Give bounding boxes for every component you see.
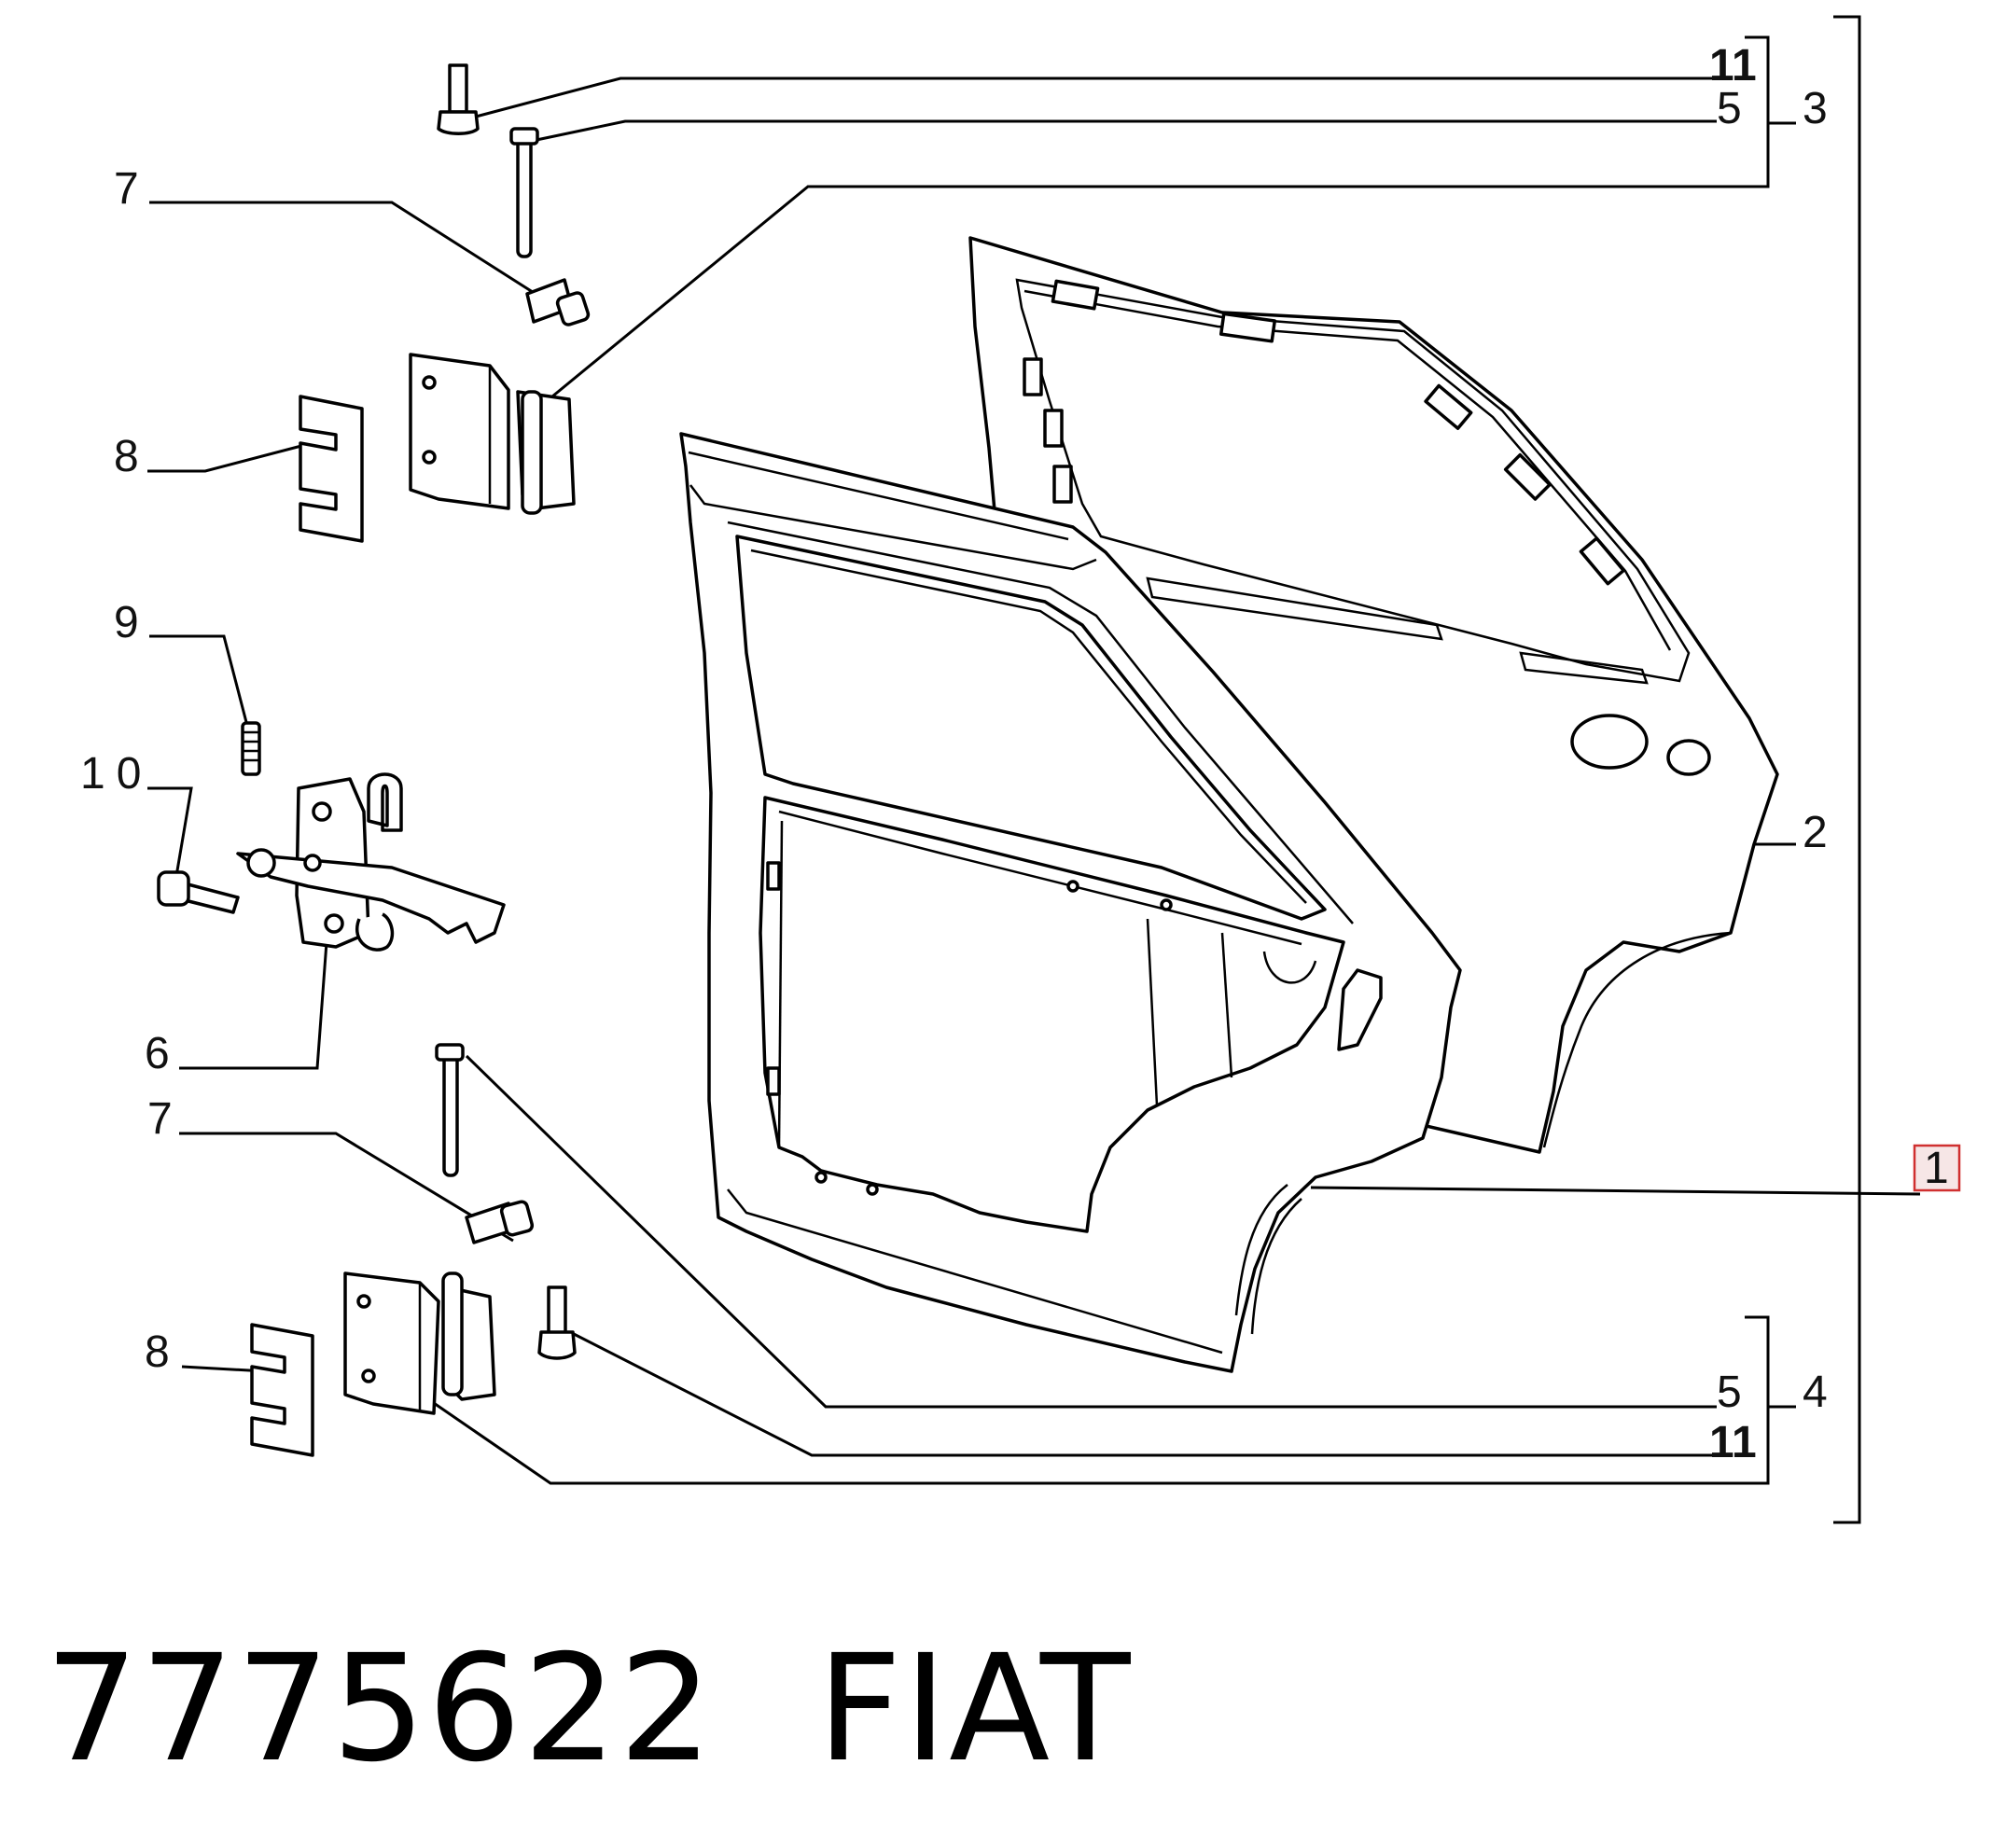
leader-lines bbox=[147, 76, 1921, 1485]
callout-4[interactable]: 4 bbox=[1803, 1368, 1828, 1417]
part-caption: 7775622 FIAT bbox=[45, 1623, 1132, 1795]
callout-10[interactable]: 10 bbox=[80, 749, 152, 799]
bottom-hinge-assembly bbox=[250, 1043, 577, 1457]
callout-2[interactable]: 2 bbox=[1803, 808, 1828, 857]
callout-1-highlight-box bbox=[1913, 1144, 1961, 1192]
callout-7-bottom[interactable]: 7 bbox=[147, 1094, 173, 1144]
callout-9[interactable]: 9 bbox=[114, 598, 139, 647]
callout-5-top[interactable]: 5 bbox=[1717, 84, 1742, 133]
callout-5-bottom[interactable]: 5 bbox=[1717, 1368, 1742, 1417]
callout-8-bottom[interactable]: 8 bbox=[145, 1327, 170, 1377]
brand-name: FIAT bbox=[816, 1623, 1133, 1795]
inner-door-frame bbox=[679, 432, 1462, 1373]
callout-labels: 11 5 3 7 8 9 10 6 7 8 2 1 5 4 11 bbox=[80, 41, 1961, 1467]
callout-8-top[interactable]: 8 bbox=[114, 432, 139, 481]
top-hinge-assembly bbox=[299, 63, 591, 543]
callout-3[interactable]: 3 bbox=[1803, 84, 1828, 133]
door-check-assembly bbox=[157, 721, 506, 952]
callout-11-top[interactable]: 11 bbox=[1709, 41, 1757, 90]
callout-11-bottom[interactable]: 11 bbox=[1709, 1418, 1757, 1467]
callout-1[interactable]: 1 bbox=[1924, 1144, 1949, 1193]
callout-6[interactable]: 6 bbox=[145, 1029, 170, 1078]
part-number: 7775622 bbox=[45, 1623, 715, 1795]
callout-7-top[interactable]: 7 bbox=[114, 164, 139, 214]
